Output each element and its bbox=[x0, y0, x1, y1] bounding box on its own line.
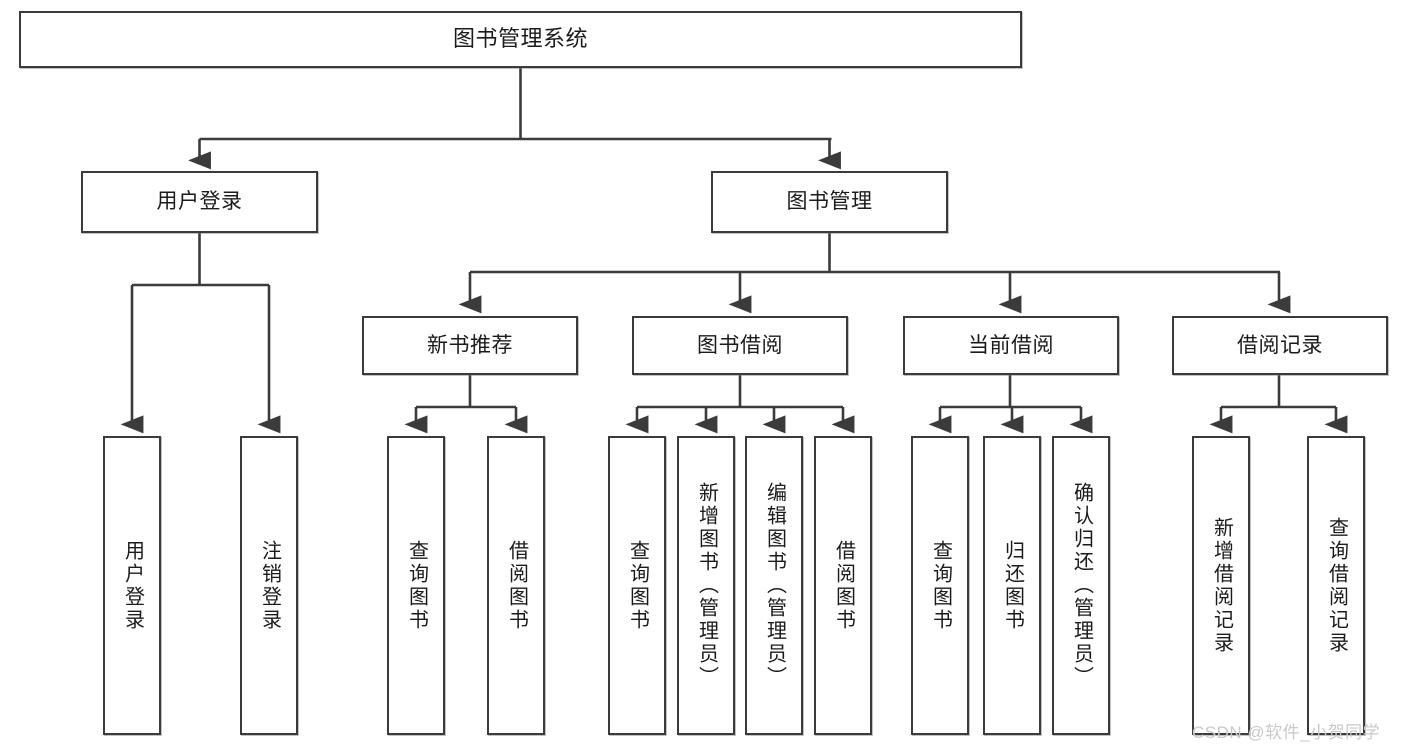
leaf-add-borrow-record[interactable]: 新增借阅记录 bbox=[1192, 436, 1250, 735]
leaf-user-login[interactable]: 用户登录 bbox=[103, 436, 161, 735]
node-book-borrow[interactable]: 图书借阅 bbox=[632, 316, 848, 375]
node-new-book-recommend[interactable]: 新书推荐 bbox=[362, 316, 578, 375]
node-current-borrow-label: 当前借阅 bbox=[968, 333, 1054, 357]
leaf-borrow-book-label: 借阅图书 bbox=[832, 539, 855, 632]
node-book-management[interactable]: 图书管理 bbox=[711, 171, 948, 233]
node-user-login-label: 用户登录 bbox=[156, 190, 243, 214]
leaf-user-login-label: 用户登录 bbox=[121, 539, 144, 632]
leaf-user-logout[interactable]: 注销登录 bbox=[240, 436, 298, 735]
leaf-edit-book-label: 编辑图书（管理员） bbox=[763, 482, 786, 689]
leaf-user-logout-label: 注销登录 bbox=[258, 539, 281, 632]
leaf-add-borrow-record-label: 新增借阅记录 bbox=[1210, 516, 1233, 655]
leaf-return-book[interactable]: 归还图书 bbox=[983, 436, 1041, 735]
node-user-login[interactable]: 用户登录 bbox=[81, 171, 318, 233]
leaf-borrow-book-recommend[interactable]: 借阅图书 bbox=[487, 436, 545, 735]
leaf-query-book-borrow[interactable]: 查询图书 bbox=[608, 436, 666, 735]
node-current-borrow[interactable]: 当前借阅 bbox=[903, 316, 1119, 375]
leaf-confirm-return-label: 确认归还（管理员） bbox=[1070, 482, 1093, 689]
node-book-management-label: 图书管理 bbox=[786, 190, 873, 214]
leaf-edit-book[interactable]: 编辑图书（管理员） bbox=[745, 436, 803, 735]
node-borrow-record-label: 借阅记录 bbox=[1237, 333, 1323, 357]
node-book-borrow-label: 图书借阅 bbox=[697, 333, 783, 357]
leaf-query-borrow-record-label: 查询借阅记录 bbox=[1325, 516, 1348, 655]
leaf-query-book-recommend[interactable]: 查询图书 bbox=[387, 436, 445, 735]
node-borrow-record[interactable]: 借阅记录 bbox=[1172, 316, 1388, 375]
leaf-query-book-current-label: 查询图书 bbox=[929, 539, 952, 632]
leaf-add-book-label: 新增图书（管理员） bbox=[695, 482, 718, 689]
leaf-confirm-return[interactable]: 确认归还（管理员） bbox=[1052, 436, 1110, 735]
leaf-query-borrow-record[interactable]: 查询借阅记录 bbox=[1307, 436, 1365, 735]
node-root[interactable]: 图书管理系统 bbox=[19, 11, 1022, 68]
node-new-book-recommend-label: 新书推荐 bbox=[427, 333, 513, 357]
node-root-label: 图书管理系统 bbox=[452, 26, 588, 52]
leaf-query-book-current[interactable]: 查询图书 bbox=[911, 436, 969, 735]
leaf-query-book-borrow-label: 查询图书 bbox=[626, 539, 649, 632]
leaf-borrow-book[interactable]: 借阅图书 bbox=[814, 436, 872, 735]
leaf-return-book-label: 归还图书 bbox=[1001, 539, 1024, 632]
leaf-borrow-book-recommend-label: 借阅图书 bbox=[505, 539, 528, 632]
leaf-add-book[interactable]: 新增图书（管理员） bbox=[677, 436, 735, 735]
leaf-query-book-recommend-label: 查询图书 bbox=[405, 539, 428, 632]
